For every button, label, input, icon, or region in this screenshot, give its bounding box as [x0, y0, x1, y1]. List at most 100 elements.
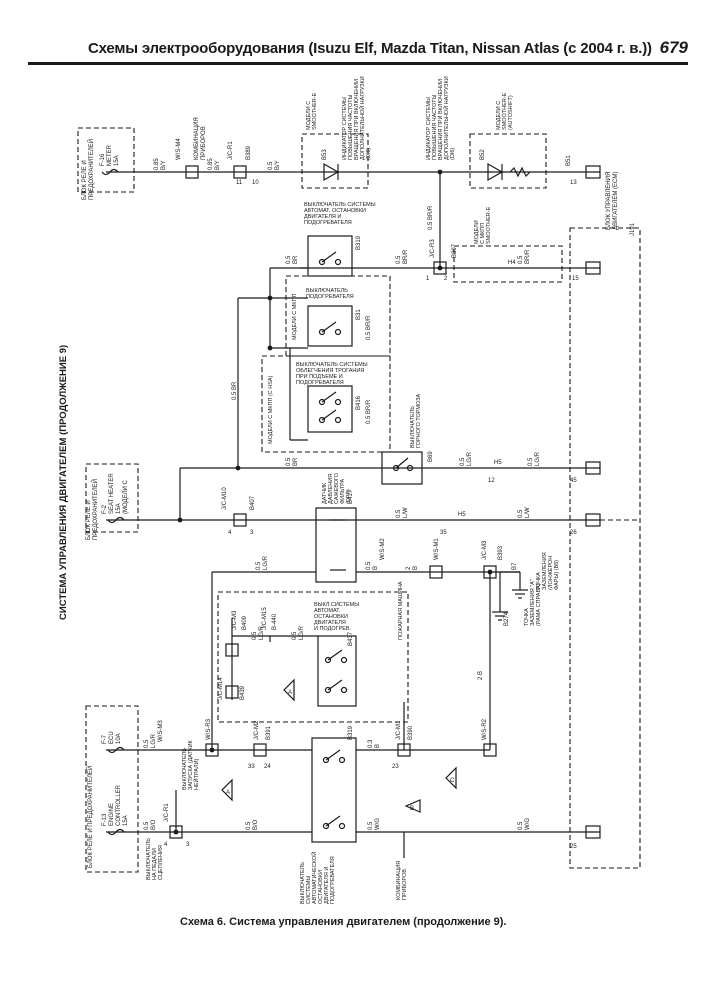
wire-label: 0.85B/Y [154, 158, 167, 170]
b51-model: МОДЕЛИС МКППSMOOTHER-E [474, 206, 492, 244]
harness-label: H5 [494, 460, 502, 466]
harness-label: H5 [458, 512, 466, 518]
figure-caption: Схема 6. Система управления двигателем (… [180, 916, 507, 928]
wire-label: 0.5LG/R [256, 555, 269, 570]
combi-top-label: КОМБИНАЦИЯПРИБОРОВ [194, 117, 207, 160]
wire-label: 0.5W/G [368, 818, 381, 830]
fuse-f16-label: F-16METER15A [100, 144, 120, 166]
connector-label: W/S-R3 [206, 718, 212, 740]
connector-label: J/C-M3 [232, 610, 238, 630]
wire-label: 0.5LG/R [460, 451, 473, 466]
wire-label: 0.5LG/R [252, 625, 265, 640]
wire-label: 0.5B/O [246, 819, 259, 830]
connector-label: B389 [246, 145, 252, 160]
header-rule [28, 62, 688, 65]
pin-label: 23 [392, 764, 399, 770]
wire-label: 0.3B [368, 739, 381, 748]
wire-label: 0.5BR/R [396, 249, 409, 264]
wire-label: 0.5W/G [518, 818, 531, 830]
pin-label: 33 [248, 764, 255, 770]
pin-label: 12 [488, 478, 495, 484]
b437-switch-box [317, 635, 357, 707]
fuse-block-mid [85, 463, 139, 533]
pin-label: 15 [572, 276, 579, 282]
connector-label: J/C-M1 [396, 720, 402, 740]
pin-label: 3 [186, 842, 190, 848]
connector-label: J/C-M2 [254, 720, 260, 740]
wire-label: 0.5BR [286, 457, 299, 466]
pin-label: 11 [236, 180, 243, 186]
side-title: СИСТЕМА УПРАВЛЕНИЯ ДВИГАТЕЛЕМ (ПРОДОЛЖЕН… [58, 345, 69, 620]
marker-letter: A [288, 690, 292, 696]
pin-label: 3 [250, 530, 254, 536]
marker-letter: A [226, 790, 230, 796]
ecm-box [569, 227, 641, 869]
b52-code: B52 [480, 149, 486, 160]
clutch-switch-label: ВЫКЛЮЧАТЕЛЬНА ПЕДАЛИСЦЕПЛЕНИЯ [146, 838, 164, 880]
wire-label: 0.5L/W [396, 507, 409, 518]
wire-label: 0.5BR/R [518, 249, 531, 264]
marker-letter: C [450, 778, 455, 784]
pin-label: 13 [570, 180, 577, 186]
wire-label: 0.5B/Y [268, 160, 281, 170]
pin-label: 25 [570, 844, 577, 850]
fuse-block-bottom [85, 705, 139, 873]
b52-label: ИНДИКАТОР СИСТЕМЫПОВЫШЕНИЯ ЧАСТОТЫВРАЩЕН… [426, 76, 456, 160]
connector-label: J/C-M15 [262, 607, 268, 630]
b31-code: B31 [356, 309, 362, 320]
pin-label: 4 [164, 842, 168, 848]
b53-code: B53 [322, 149, 328, 160]
fuse-block-bottom-label: БЛОК РЕЛЕ И ПРЕДОХРАНИТЕЛЕЙ [86, 766, 94, 868]
wire-label: 0.5B/O [144, 819, 157, 830]
ground-code: B274 [504, 611, 510, 626]
b417-title: ДАТЧИКДАВЛЕНИЯСАЖЕВОГОФИЛЬТРА(DPF) [322, 472, 352, 504]
page-number: 679 [659, 38, 688, 57]
pin-label: 1 [426, 276, 430, 282]
b417-code: B417 [348, 489, 354, 504]
connector-label: W/S-R2 [482, 718, 488, 740]
pin-label: 24 [264, 764, 271, 770]
fuse-f13-label: F-13ENGINECONTROLLER15A [102, 784, 129, 826]
b52-model: МОДЕЛИ СSMOOTHER-E(AUTOSHIFT) [496, 92, 514, 130]
b437-code: B437 [348, 631, 354, 646]
wire-label: 0.5LG/R [144, 733, 157, 748]
harness-label: H4 [508, 260, 516, 266]
b416-switch-box [307, 385, 353, 433]
junction-dots [173, 169, 493, 835]
wire-label: 0.5 BR [232, 381, 238, 400]
b437-box [217, 591, 409, 723]
pin-label: 35 [440, 530, 447, 536]
triangle-markers [221, 678, 457, 813]
b31-model: МОДЕЛИ С МКПП [292, 294, 298, 340]
neutral-switch-label: ВЫКЛЮЧАТЕЛЬЗАПУСКА (ДАТЧИКНЕЙТРАЛИ) [182, 739, 200, 790]
fuse-block-top [77, 127, 135, 193]
connector-label: B391 [266, 725, 272, 740]
connector-label: W/S-M2 [380, 538, 386, 560]
wire-label: 0.85B/Y [208, 158, 221, 170]
b51-code: B51 [566, 155, 572, 166]
connector-squares [169, 165, 497, 839]
connector-label: W/S-M4 [176, 138, 182, 160]
wire-label: 0.5 BR/R [366, 399, 372, 424]
connector-label: J/C-R1 [228, 141, 234, 160]
ground-code: B7 [512, 562, 518, 570]
connector-label: J/C-M3 [482, 540, 488, 560]
connector-label: J191 [630, 222, 636, 236]
wire-label: 0.5L/W [518, 507, 531, 518]
wire-label: 2B [406, 566, 419, 570]
b416-box [261, 355, 391, 453]
ground-symbols [492, 572, 528, 621]
connector-label: J/C-R1 [164, 803, 170, 822]
connector-label: W/S-M1 [434, 538, 440, 560]
fuse-symbols [101, 168, 125, 836]
page-header: Схемы электрооборудования (Isuzu Elf, Ma… [28, 34, 688, 65]
page-title: Схемы электрооборудования (Isuzu Elf, Ma… [88, 40, 652, 57]
connector-label: B407 [250, 495, 256, 510]
b319b-switch-box [311, 737, 357, 843]
wire-label: 0.5 BR/R [428, 205, 434, 230]
b69-code: B69 [428, 451, 434, 462]
b53-label: ИНДИКАТОР СИСТЕМЫПОВЫШЕНИЯ ЧАСТОТЫВРАЩЕН… [342, 76, 372, 160]
combi-bottom-label: КОМБИНАЦИЯПРИБОРОВ [396, 861, 408, 900]
